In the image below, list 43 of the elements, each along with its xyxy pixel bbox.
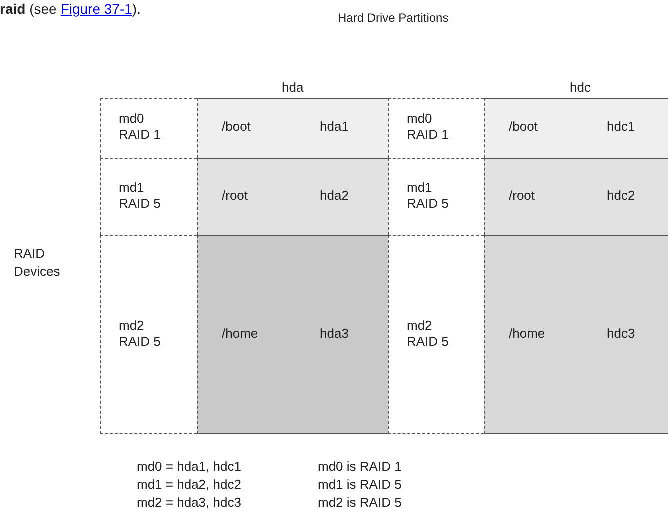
- raid-device-name: md1 RAID 5: [119, 180, 162, 212]
- partition-cell: [484, 235, 668, 434]
- raid-device-name: md0 RAID 1: [119, 111, 162, 143]
- note-text: md1 = hda2, hdc2: [137, 477, 242, 493]
- note-text: md2 = hda3, hdc3: [137, 495, 242, 511]
- note-text: md1 is RAID 5: [318, 477, 402, 493]
- raid-device-name: md1 RAID 5: [407, 180, 450, 212]
- partition-cell: [197, 235, 388, 434]
- sentence-text: raid (see: [0, 1, 57, 17]
- raid-device-cell: [388, 98, 484, 158]
- raid-device-cell: [100, 158, 197, 235]
- raid-device-cell: [100, 98, 197, 158]
- partition-name: hdc3: [607, 326, 636, 342]
- figure-link: Figure 37-1: [60, 1, 132, 17]
- partition-cell: [484, 158, 668, 235]
- raid-device-cell: [100, 235, 197, 434]
- mount-point-text: /root: [222, 188, 248, 204]
- mount-point-text: /boot: [222, 119, 251, 135]
- partition-cell: [197, 98, 388, 158]
- note-text: md0 is RAID 1: [318, 459, 402, 475]
- drive-heading: hdc: [570, 80, 591, 96]
- note-text: md0 = hda1, hdc1: [137, 459, 242, 475]
- mount-point-text: /home: [222, 326, 258, 342]
- mount-point-text: /root: [509, 188, 536, 204]
- raid-device-name: md2 RAID 5: [407, 318, 450, 350]
- partition-name: hdc2: [607, 188, 636, 204]
- mount-point-text: /boot: [509, 119, 538, 135]
- partition-name: hdc1: [607, 119, 636, 135]
- raid-device-cell: [388, 158, 484, 235]
- note-text: md2 is RAID 5: [318, 495, 402, 511]
- partition-name: hda2: [320, 188, 349, 204]
- sentence-text: ).: [132, 1, 141, 17]
- raid-device-name: md0 RAID 1: [407, 111, 450, 143]
- partition-name: hda3: [320, 326, 349, 342]
- partition-cell: [484, 98, 668, 158]
- axis-label: RAID Devices: [14, 245, 62, 281]
- raid-device-name: md2 RAID 5: [119, 318, 162, 350]
- mount-point-text: /home: [509, 326, 546, 342]
- drive-heading: hda: [282, 80, 304, 96]
- partition-cell: [197, 158, 388, 235]
- raid-device-cell: [388, 235, 484, 434]
- partition-name: hda1: [320, 119, 349, 135]
- diagram-title: Hard Drive Partitions: [338, 10, 449, 26]
